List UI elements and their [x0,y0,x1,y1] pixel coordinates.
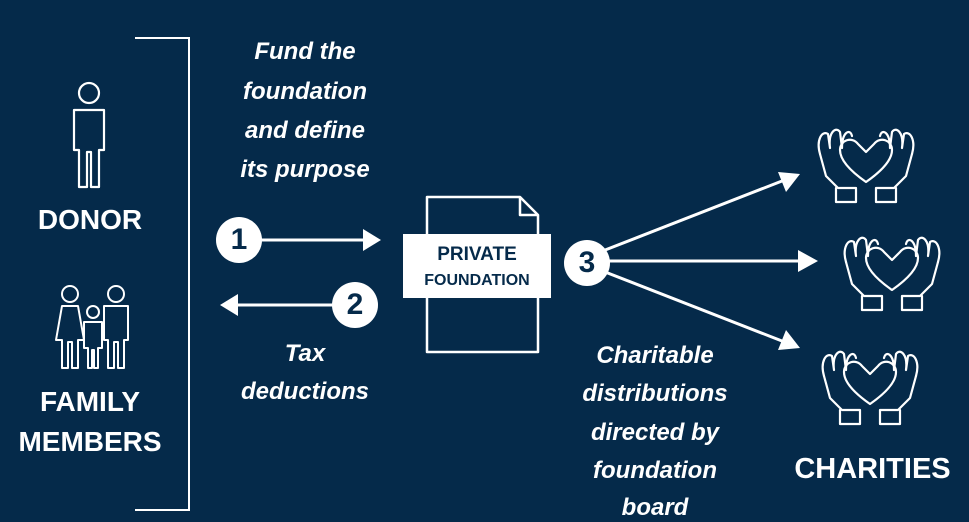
step-1-badge: 1 [216,217,262,263]
distribution-caption-line: Charitable [596,342,714,369]
foundation-label-line1: PRIVATE [437,244,517,265]
hands-heart-icon [821,350,919,426]
distribution-caption-line: directed by [590,419,720,446]
hands-heart-icon [817,128,915,204]
fund-arrow [255,229,381,251]
foundation-label-line2: FOUNDATION [424,272,530,289]
step-2-badge: 2 [332,282,378,328]
fund-caption-line: foundation [243,78,367,105]
fund-caption-line: Fund the [254,38,356,65]
family-label-line2: MEMBERS [18,426,162,457]
distribution-caption-line: board [621,494,689,521]
step-3-badge: 3 [564,240,610,286]
tax-caption-line: deductions [240,378,369,405]
family-icon [55,285,129,369]
distribution-caption-line: distributions [582,380,728,407]
charities-label: CHARITIES [794,453,951,485]
document-icon [403,195,551,354]
donor-label: DONOR [37,204,143,235]
group-bracket [135,37,190,511]
tax-arrow [220,294,340,316]
distribution-arrows [599,172,818,350]
fund-caption-line: and define [244,117,365,144]
tax-caption-line: Tax [284,340,326,367]
hands-heart-icon [843,236,941,312]
fund-caption-line: its purpose [240,156,370,183]
distribution-caption-line: foundation [593,457,717,484]
family-label-line1: FAMILY [39,386,141,417]
person-icon [72,81,106,189]
